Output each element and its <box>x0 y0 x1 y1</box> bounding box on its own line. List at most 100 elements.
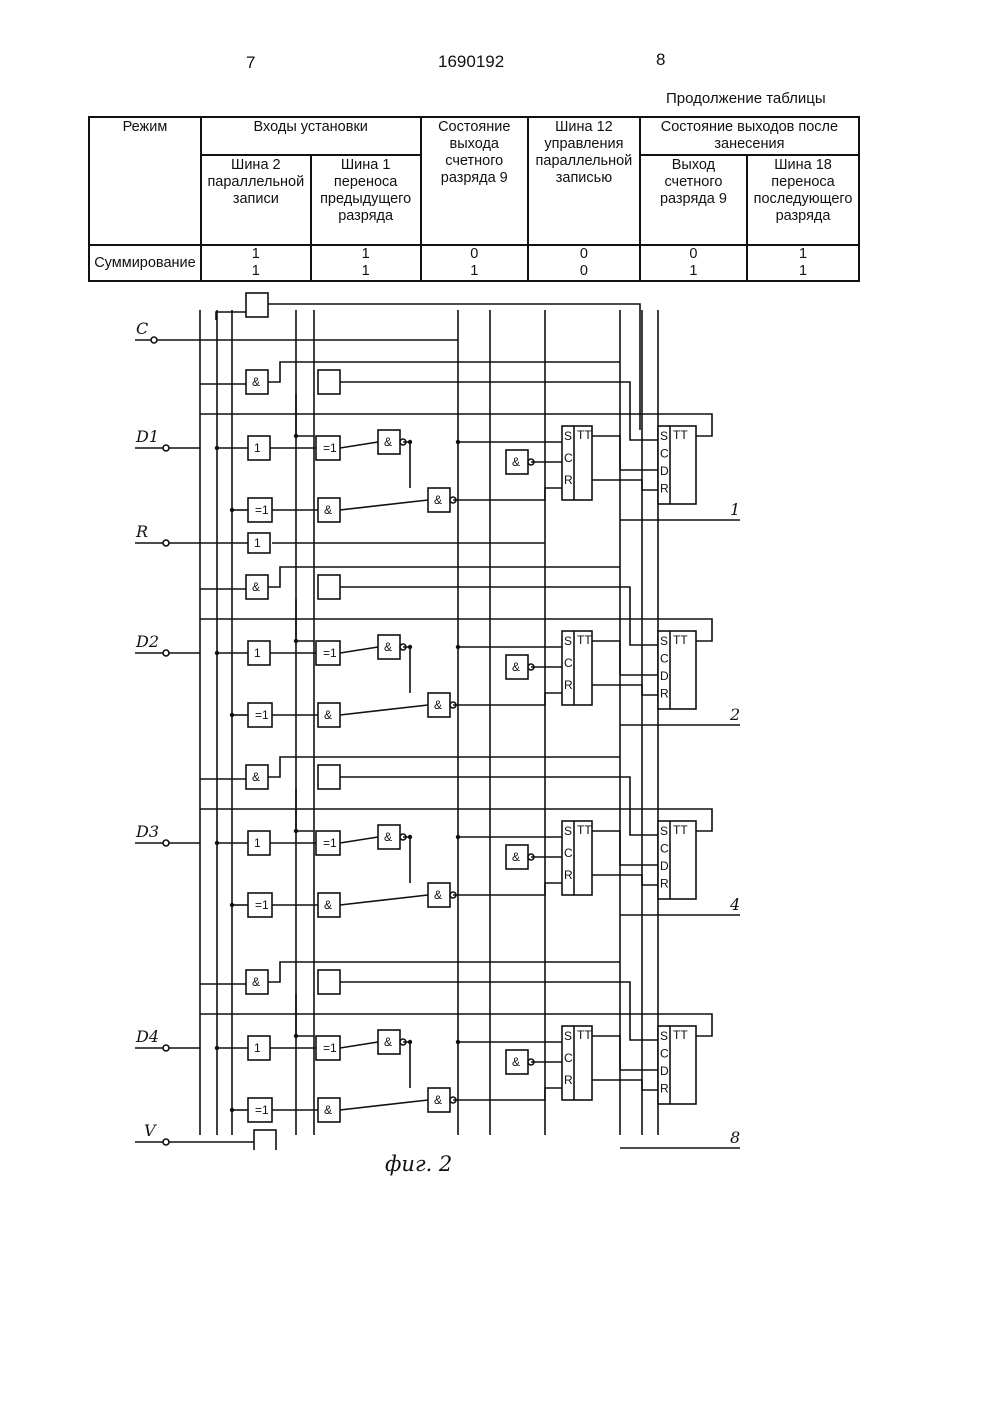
header-state: Состояние выхода счетного разряда 9 <box>421 117 528 245</box>
and-gate-carry-3-label: & <box>252 770 260 784</box>
output-trigger-2-label: TT <box>673 633 688 647</box>
xor-gate-2-label: =1 <box>323 646 337 660</box>
figure-caption: фиг. 2 <box>385 1152 452 1176</box>
junction <box>215 1046 219 1050</box>
page-number-right: 8 <box>656 50 665 70</box>
wire <box>340 1042 378 1048</box>
or-gate-1-label: 1 <box>254 441 261 455</box>
counter-trigger-2-pin: R <box>564 678 573 692</box>
input-terminal <box>163 540 169 546</box>
wire <box>296 394 314 436</box>
junction <box>294 639 298 643</box>
output-label-4: 4 <box>729 895 740 914</box>
wire <box>340 1100 428 1110</box>
wire <box>200 414 712 436</box>
junction <box>230 903 234 907</box>
output-trigger-4-pin: D <box>660 1064 669 1078</box>
cell: 1 <box>641 263 746 280</box>
junction <box>456 440 460 444</box>
input-terminal <box>163 650 169 656</box>
output-trigger-1-pin: R <box>660 482 669 496</box>
cell: 0 <box>529 246 639 263</box>
junction <box>294 1034 298 1038</box>
header-out-counter: Выход счетного разряда 9 <box>640 155 747 245</box>
or-gate-2-label: 1 <box>254 646 261 660</box>
wire <box>403 442 410 488</box>
counter-trigger-1-label: TT <box>577 428 592 442</box>
xor-gate-b-4-label: =1 <box>255 1103 269 1117</box>
and-gate-b-2-label: & <box>324 708 332 722</box>
xor-gate-b-3-label: =1 <box>255 898 269 912</box>
wire <box>592 875 658 885</box>
counter-trigger-1-pin: S <box>564 429 572 443</box>
and-gate-mid-4-label: & <box>512 1055 520 1069</box>
junction <box>215 446 219 450</box>
wire <box>403 647 410 693</box>
xor-gate-3-label: =1 <box>323 836 337 850</box>
junction <box>456 1040 460 1044</box>
wire <box>592 1080 658 1090</box>
xor-gate-4-label: =1 <box>323 1041 337 1055</box>
counter-trigger-3-pin: S <box>564 824 572 838</box>
buffer-3 <box>318 765 340 789</box>
page-number-left: 7 <box>246 53 255 73</box>
patent-number: 1690192 <box>438 52 504 72</box>
wire <box>340 705 428 715</box>
wire <box>453 693 562 705</box>
xor-gate-1-label: =1 <box>323 441 337 455</box>
input-terminal <box>163 445 169 451</box>
or-gate-3-label: 1 <box>254 836 261 850</box>
v-buffer <box>254 1130 276 1150</box>
wire <box>592 685 658 695</box>
and-gate-b-1-label: & <box>324 503 332 517</box>
output-trigger-4-pin: S <box>660 1029 668 1043</box>
wire <box>403 1042 410 1088</box>
output-label-1: 1 <box>730 500 740 519</box>
junction <box>456 645 460 649</box>
and-gate-3-label: & <box>384 830 392 844</box>
input-label-D3: D3 <box>135 822 159 841</box>
wire <box>340 442 378 448</box>
wire <box>340 647 378 653</box>
circuit-diagram: &1=1&=1&&&TTSCRTTSCDRD11&1=1&=1&&&TTSCRT… <box>0 290 1000 1150</box>
counter-trigger-4-pin: R <box>564 1073 573 1087</box>
input-label-D4: D4 <box>135 1027 159 1046</box>
junction <box>408 835 412 839</box>
output-trigger-3-pin: C <box>660 842 669 856</box>
input-terminal <box>163 1139 169 1145</box>
cell: 1 <box>312 263 420 280</box>
wire <box>403 837 410 883</box>
cell: 0 <box>641 246 746 263</box>
junction <box>230 1108 234 1112</box>
wire <box>296 789 314 831</box>
cell: 1 <box>202 246 310 263</box>
table-row: Суммирование 11 11 01 00 01 11 <box>89 245 859 281</box>
and-gate-2-label: & <box>384 640 392 654</box>
and-gate-out-2-label: & <box>434 698 442 712</box>
output-trigger-3-pin: D <box>660 859 669 873</box>
cell: 1 <box>422 263 527 280</box>
input-label-V: V <box>144 1121 157 1140</box>
counter-trigger-3-pin: R <box>564 868 573 882</box>
wire <box>453 488 562 500</box>
and-gate-b-4-label: & <box>324 1103 332 1117</box>
junction <box>230 508 234 512</box>
header-mode: Режим <box>89 117 201 245</box>
and-gate-b-3-label: & <box>324 898 332 912</box>
junction <box>294 434 298 438</box>
output-label-8: 8 <box>730 1128 740 1147</box>
and-gate-4-label: & <box>384 1035 392 1049</box>
and-gate-1-label: & <box>384 435 392 449</box>
wire <box>200 1014 712 1036</box>
counter-trigger-4-label: TT <box>577 1028 592 1042</box>
wire <box>592 436 658 470</box>
header-outputs: Состояние выходов после занесения <box>640 117 859 155</box>
input-terminal <box>163 1045 169 1051</box>
junction <box>215 841 219 845</box>
and-gate-mid-3-label: & <box>512 850 520 864</box>
and-gate-carry-2-label: & <box>252 580 260 594</box>
junction <box>294 829 298 833</box>
cell: 1 <box>202 263 310 280</box>
buffer-4 <box>318 970 340 994</box>
wire <box>453 883 562 895</box>
